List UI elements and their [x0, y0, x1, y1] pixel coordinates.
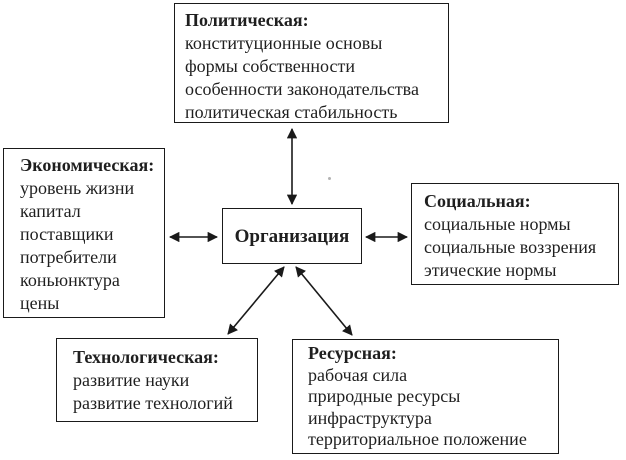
box-social-item: этические нормы	[424, 260, 557, 280]
box-political-item: политическая стабильность	[185, 102, 398, 122]
box-social-item: социальные нормы	[424, 214, 571, 234]
box-organization: Организация	[222, 208, 362, 264]
box-economic-item: уровень жизни	[20, 178, 135, 198]
box-economic-item: коньюнктура	[20, 270, 120, 290]
box-resource-item: территориальное положение	[308, 429, 527, 449]
box-economic: Экономическая: уровень жизни капитал пос…	[3, 148, 165, 318]
box-economic-item: капитал	[20, 201, 81, 221]
box-technological-title: Технологическая:	[73, 347, 219, 367]
box-economic-item: поставщики	[20, 224, 114, 244]
box-technological-item: развитие науки	[73, 370, 190, 390]
box-social-item: социальные воззрения	[424, 237, 597, 257]
box-resource-item: инфраструктура	[308, 407, 432, 428]
box-resource: Ресурсная: рабочая сила природные ресурс…	[292, 339, 559, 454]
box-technological: Технологическая: развитие науки развитие…	[56, 338, 258, 422]
organization-label: Организация	[234, 225, 350, 247]
box-resource-item: природные ресурсы	[308, 386, 461, 406]
box-political-item: особенности законодательства	[185, 79, 419, 99]
box-political-title: Политическая:	[185, 10, 309, 30]
box-resource-title: Ресурсная:	[308, 343, 397, 363]
box-political: Политическая: конституционные основы фор…	[174, 3, 449, 123]
box-social-title: Социальная:	[424, 191, 531, 211]
double-arrow-organization-technological	[227, 266, 285, 335]
box-political-item: конституционные основы	[185, 33, 383, 53]
box-resource-item: рабочая сила	[308, 364, 408, 385]
box-social: Социальная: социальные нормы социальные …	[411, 183, 619, 285]
box-technological-item: развитие технологий	[73, 393, 233, 413]
box-economic-title: Экономическая:	[20, 155, 155, 175]
box-economic-item: потребители	[20, 247, 117, 267]
box-economic-item: цены	[20, 293, 60, 313]
box-political-item: формы собственности	[185, 56, 355, 76]
double-arrow-organization-resource	[295, 266, 353, 336]
dot-artifact	[328, 177, 331, 180]
